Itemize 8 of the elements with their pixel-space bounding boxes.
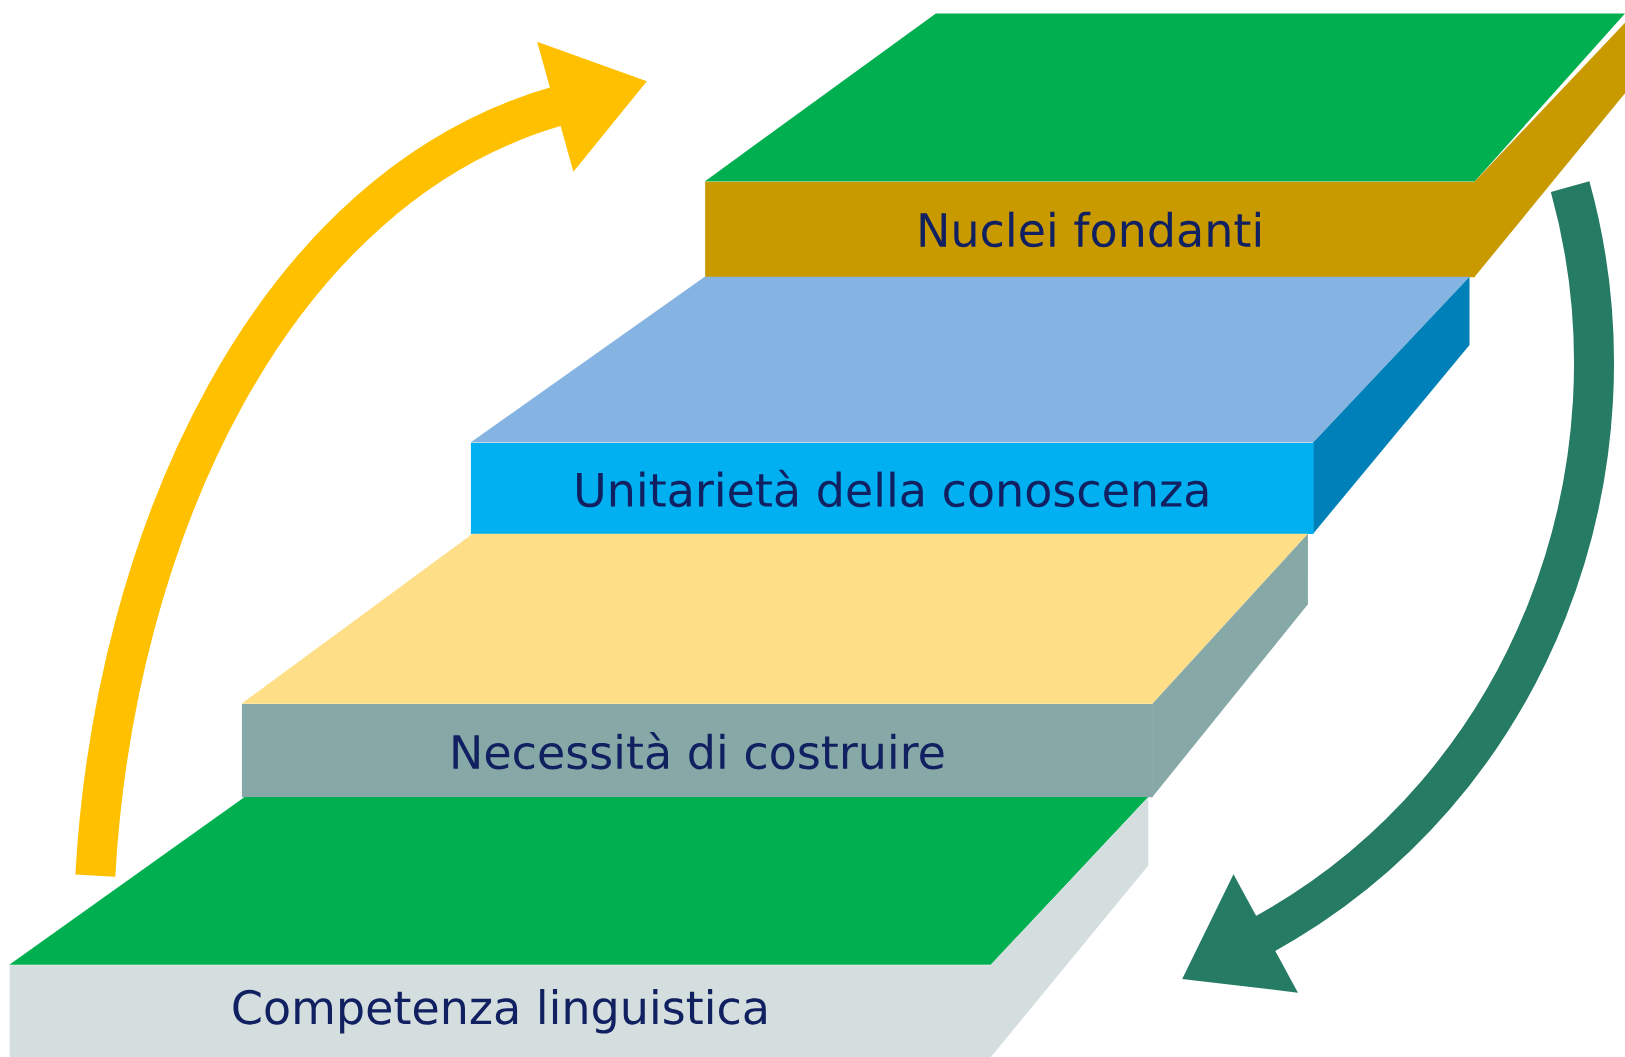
step-block: Unitarietà della conoscenza xyxy=(470,276,1470,535)
step-block: Nuclei fondanti xyxy=(704,13,1625,278)
step-block: Necessità di costruire xyxy=(241,533,1308,798)
node-label: Nuclei fondanti xyxy=(920,211,1260,248)
node-label: Necessità di costruire xyxy=(453,731,944,770)
node-label: Unitarietà della conoscenza xyxy=(577,469,1208,508)
node-label: Competenza linguistica xyxy=(233,989,766,1034)
step-block: Competenza linguistica xyxy=(9,797,1149,1057)
